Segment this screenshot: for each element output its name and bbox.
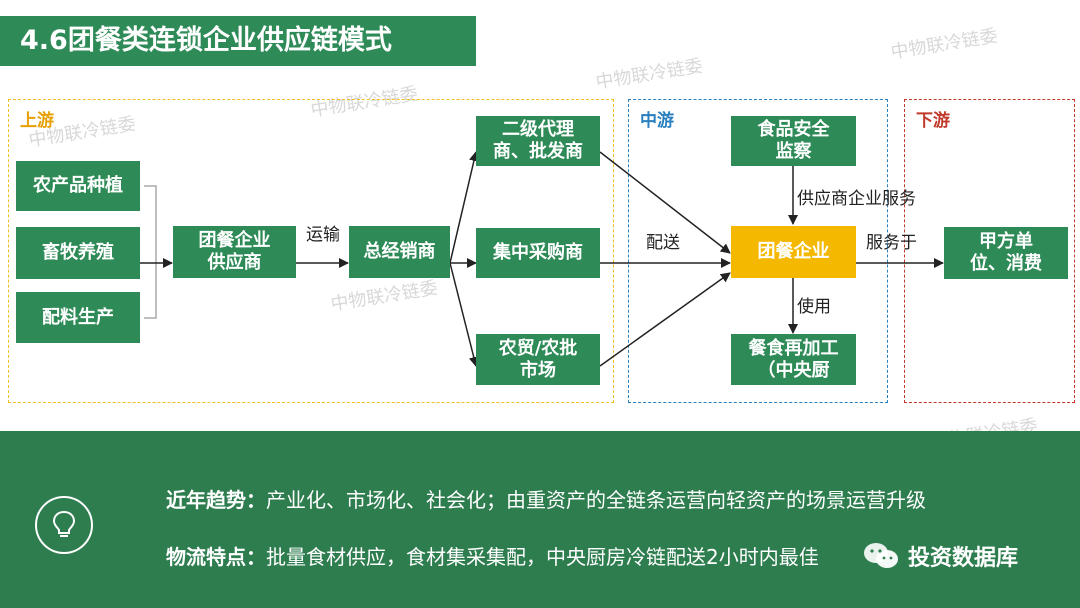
node-livestock: 畜牧养殖 (16, 227, 140, 279)
label-supplier-service: 供应商企业服务 (797, 189, 916, 209)
node-agriculture: 农产品种植 (16, 161, 140, 211)
brand-name: 投资数据库 (908, 546, 1019, 571)
arrow-distributor-to-agent (449, 151, 479, 264)
node-agent-wholesaler: 二级代理 商、批发商 (476, 116, 600, 166)
arrow-market-to-catering (599, 272, 731, 367)
page-title: 4.6团餐类连锁企业供应链模式 (0, 16, 476, 66)
node-catering-enterprise: 团餐企业 (731, 226, 856, 278)
upstream-label: 上游 (20, 111, 54, 131)
logistics-line: 物流特点：批量食材供应，食材集采集配，中央厨房冷链配送2小时内最佳 (166, 541, 819, 570)
label-serve: 服务于 (866, 233, 917, 253)
upstream-region (8, 99, 614, 403)
logistics-text: 批量食材供应，食材集采集配，中央厨房冷链配送2小时内最佳 (266, 545, 819, 569)
midstream-region (628, 99, 888, 403)
logistics-label: 物流特点： (166, 545, 266, 569)
flow-connectors (140, 151, 944, 367)
node-central-kitchen: 餐食再加工 （中央厨 (731, 334, 856, 385)
node-general-distributor: 总经销商 (349, 226, 450, 278)
label-transport: 运输 (306, 225, 340, 245)
node-client: 甲方单 位、消费 (944, 227, 1068, 279)
node-farmers-market: 农贸/农批 市场 (476, 334, 600, 385)
trend-text: 产业化、市场化、社会化；由重资产的全链条运营向轻资产的场景运营升级 (266, 488, 926, 512)
lightbulb-icon (35, 496, 93, 554)
downstream-region (904, 99, 1075, 403)
footer-panel (0, 431, 1080, 608)
upstream-bracket (144, 185, 157, 319)
wechat-icon (864, 543, 898, 568)
midstream-label: 中游 (640, 111, 674, 131)
node-central-purchaser: 集中采购商 (476, 228, 600, 278)
arrow-distributor-to-market (449, 262, 479, 367)
trend-line: 近年趋势：产业化、市场化、社会化；由重资产的全链条运营向轻资产的场景运营升级 (166, 484, 926, 513)
trend-label: 近年趋势： (166, 488, 266, 512)
downstream-label: 下游 (916, 111, 950, 131)
label-delivery: 配送 (646, 233, 680, 253)
label-use: 使用 (797, 297, 831, 317)
node-ingredients: 配料生产 (16, 292, 140, 343)
arrow-agent-to-catering (599, 151, 731, 254)
node-catering-supplier: 团餐企业 供应商 (173, 226, 296, 278)
brand-badge: 投资数据库 (862, 540, 1018, 572)
node-food-safety: 食品安全 监察 (731, 116, 856, 166)
